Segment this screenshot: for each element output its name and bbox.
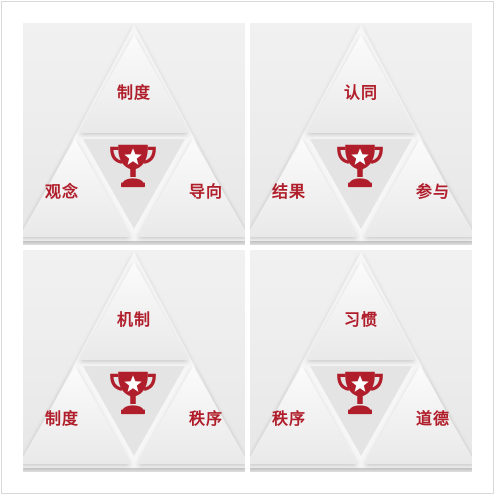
label-left: 观念 xyxy=(44,182,79,201)
label-right: 秩序 xyxy=(188,409,223,428)
star-icon xyxy=(351,148,369,165)
trophy-icon xyxy=(110,144,156,188)
star-icon xyxy=(351,375,369,392)
triangle-left xyxy=(250,366,358,464)
label-left: 秩序 xyxy=(271,409,306,428)
triangle-right xyxy=(137,139,245,237)
diagram-panel-3: 机制制度 秩序 xyxy=(23,250,245,472)
label-right: 导向 xyxy=(188,182,223,201)
triangle-top xyxy=(79,35,189,133)
triangle-left xyxy=(23,139,131,237)
triangle-left xyxy=(23,366,131,464)
triangle-top xyxy=(306,35,416,133)
diagram-panel-4: 习惯秩序 道德 xyxy=(250,250,472,472)
trophy-icon xyxy=(110,371,156,415)
diagram-panel-1: 制度观念 导向 xyxy=(23,23,245,245)
triangle-left xyxy=(250,139,358,237)
triangle-right xyxy=(364,139,472,237)
label-left: 结果 xyxy=(271,182,306,201)
diagram-panel-2: 认同结果 参与 xyxy=(250,23,472,245)
trophy-icon xyxy=(337,371,383,415)
label-top: 机制 xyxy=(116,310,151,329)
label-top: 习惯 xyxy=(343,310,378,329)
triangle-right xyxy=(364,366,472,464)
triangle-top xyxy=(79,262,189,360)
triangle-top xyxy=(306,262,416,360)
label-left: 制度 xyxy=(44,409,79,428)
star-icon xyxy=(124,375,142,392)
label-top: 制度 xyxy=(116,83,151,102)
label-top: 认同 xyxy=(343,83,378,102)
star-icon xyxy=(124,148,142,165)
triangle-right xyxy=(137,366,245,464)
label-right: 道德 xyxy=(415,409,450,428)
label-right: 参与 xyxy=(415,182,450,201)
trophy-icon xyxy=(337,144,383,188)
